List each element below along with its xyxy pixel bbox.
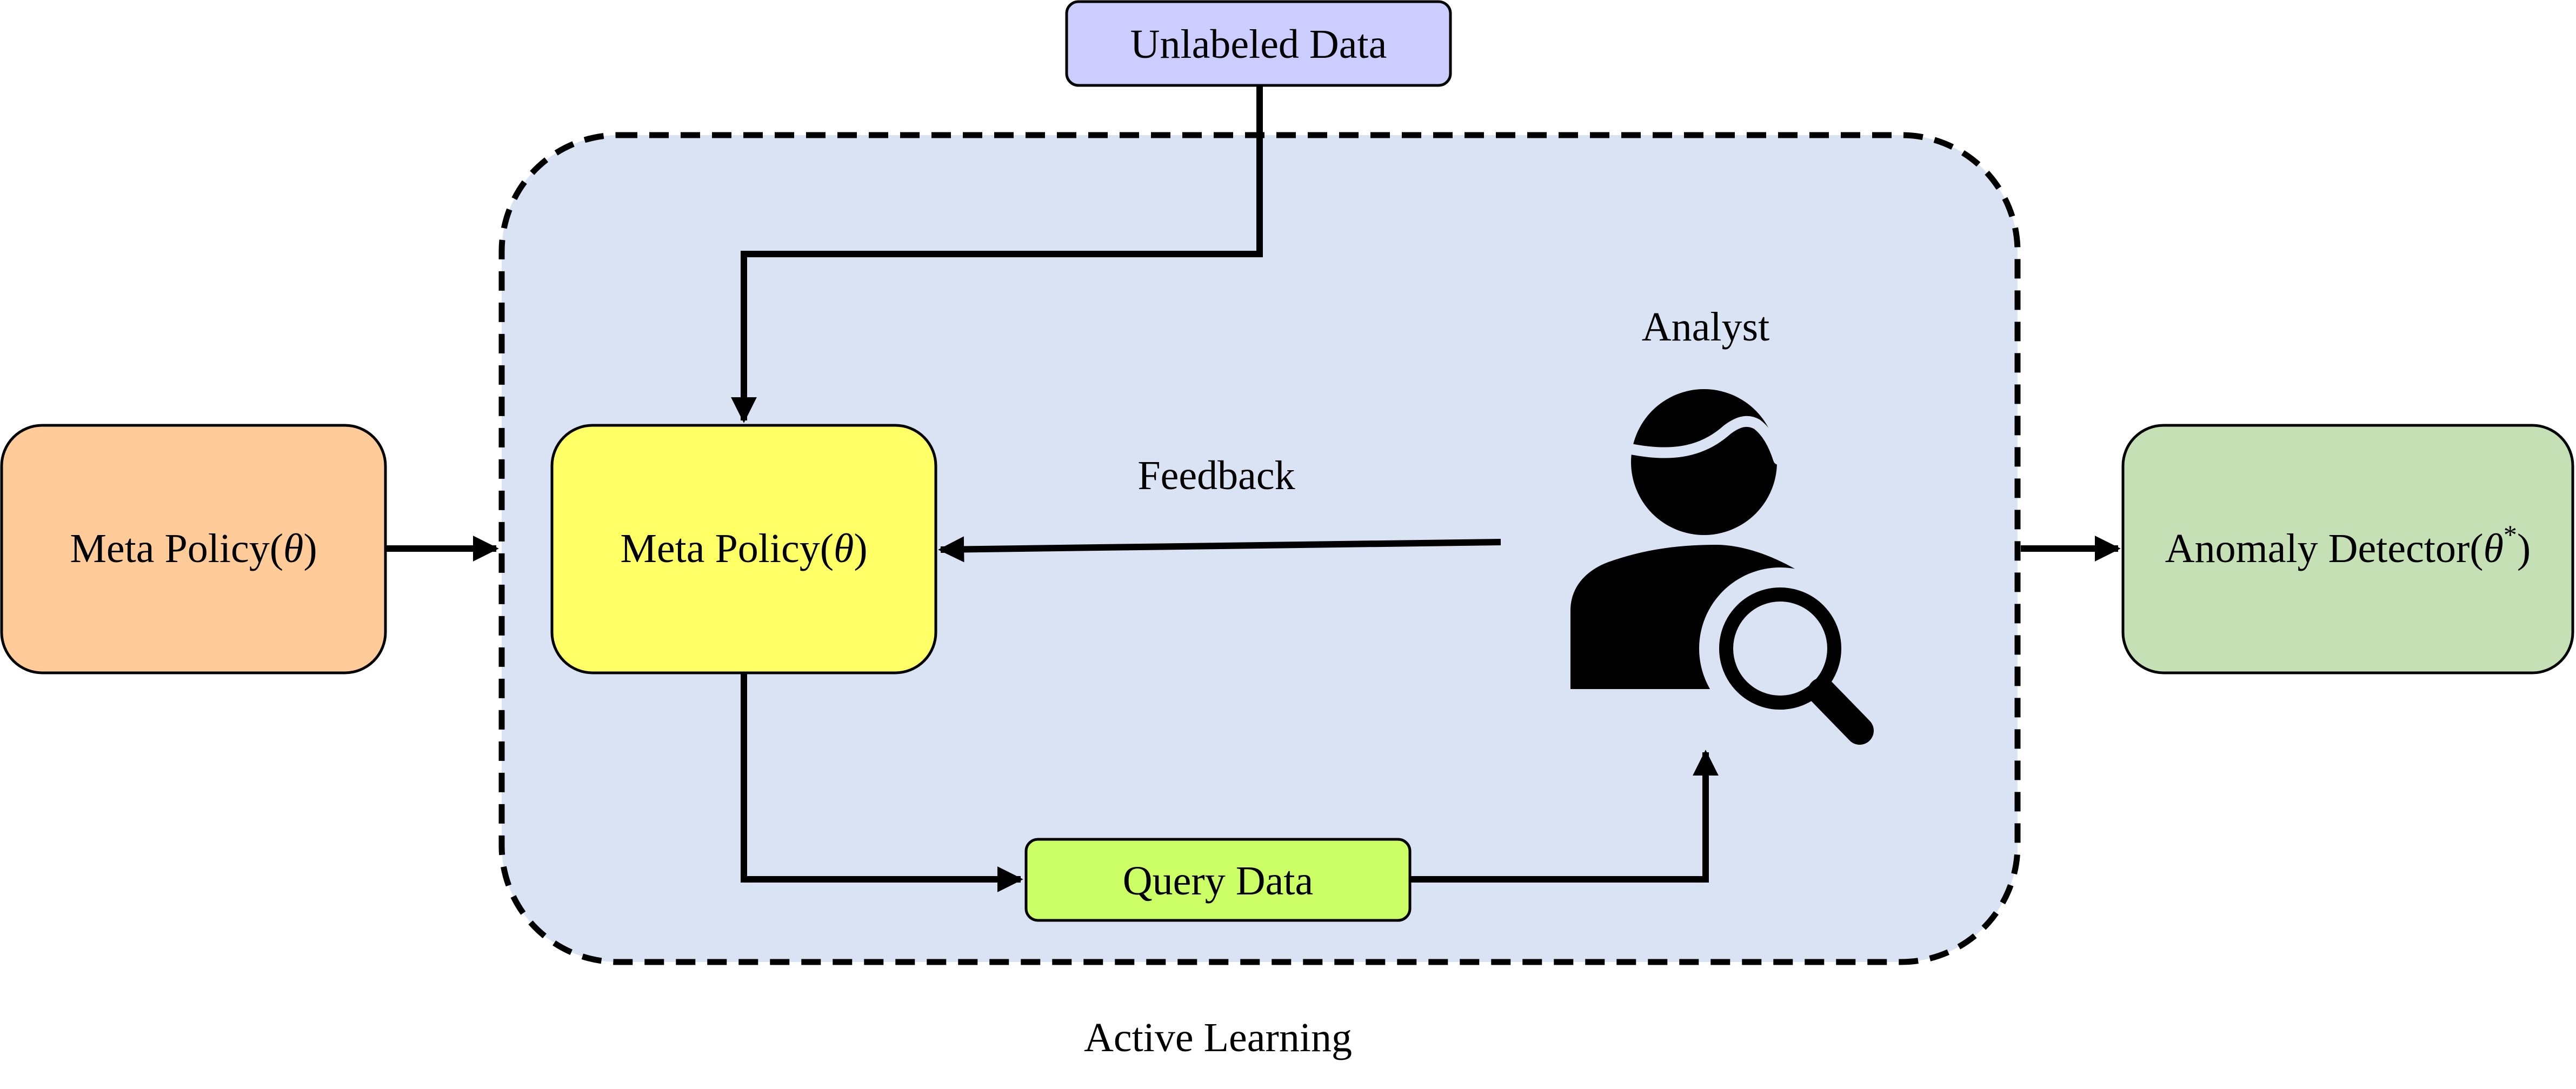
anomaly-detector-label-prefix: Anomaly Detector( [2165,526,2484,571]
meta-policy-input-label: Meta Policy(θ) [70,526,317,571]
anomaly-detector-label-star: * [2504,519,2517,550]
edge-unlabeled-to-meta-policy [731,86,1263,423]
feedback-label: Feedback [1137,453,1295,498]
anomaly-detector-label-suffix: ) [2517,526,2531,571]
edge-meta-policy-to-query-data [741,674,1023,892]
meta-policy-inner-label: Meta Policy(θ) [620,526,867,571]
query-data-label: Query Data [1123,858,1313,904]
meta-policy-input-label-prefix: Meta Policy( [70,526,283,571]
node-query-data: Query Data [1024,838,1412,922]
meta-policy-input-label-suffix: ) [303,526,317,571]
meta-policy-input-label-theta: θ [283,526,303,571]
node-anomaly-detector: Anomaly Detector(θ*) [2121,424,2574,674]
node-meta-policy-inner: Meta Policy(θ) [550,424,937,674]
analyst-search-icon [1570,389,1874,745]
edge-feedback [938,536,1501,563]
active-learning-label: Active Learning [1084,1015,1352,1060]
edge-query-data-to-analyst [1410,750,1719,883]
analyst-label: Analyst [1642,304,1769,350]
meta-policy-inner-label-theta: θ [834,526,854,571]
anomaly-detector-label: Anomaly Detector(θ*) [2165,519,2531,571]
unlabeled-data-label: Unlabeled Data [1130,22,1387,67]
meta-policy-inner-label-suffix: ) [854,526,867,571]
node-unlabeled-data: Unlabeled Data [1065,0,1452,87]
meta-policy-inner-label-prefix: Meta Policy( [620,526,834,571]
anomaly-detector-label-theta: θ [2484,526,2504,571]
node-meta-policy-input: Meta Policy(θ) [0,424,387,674]
